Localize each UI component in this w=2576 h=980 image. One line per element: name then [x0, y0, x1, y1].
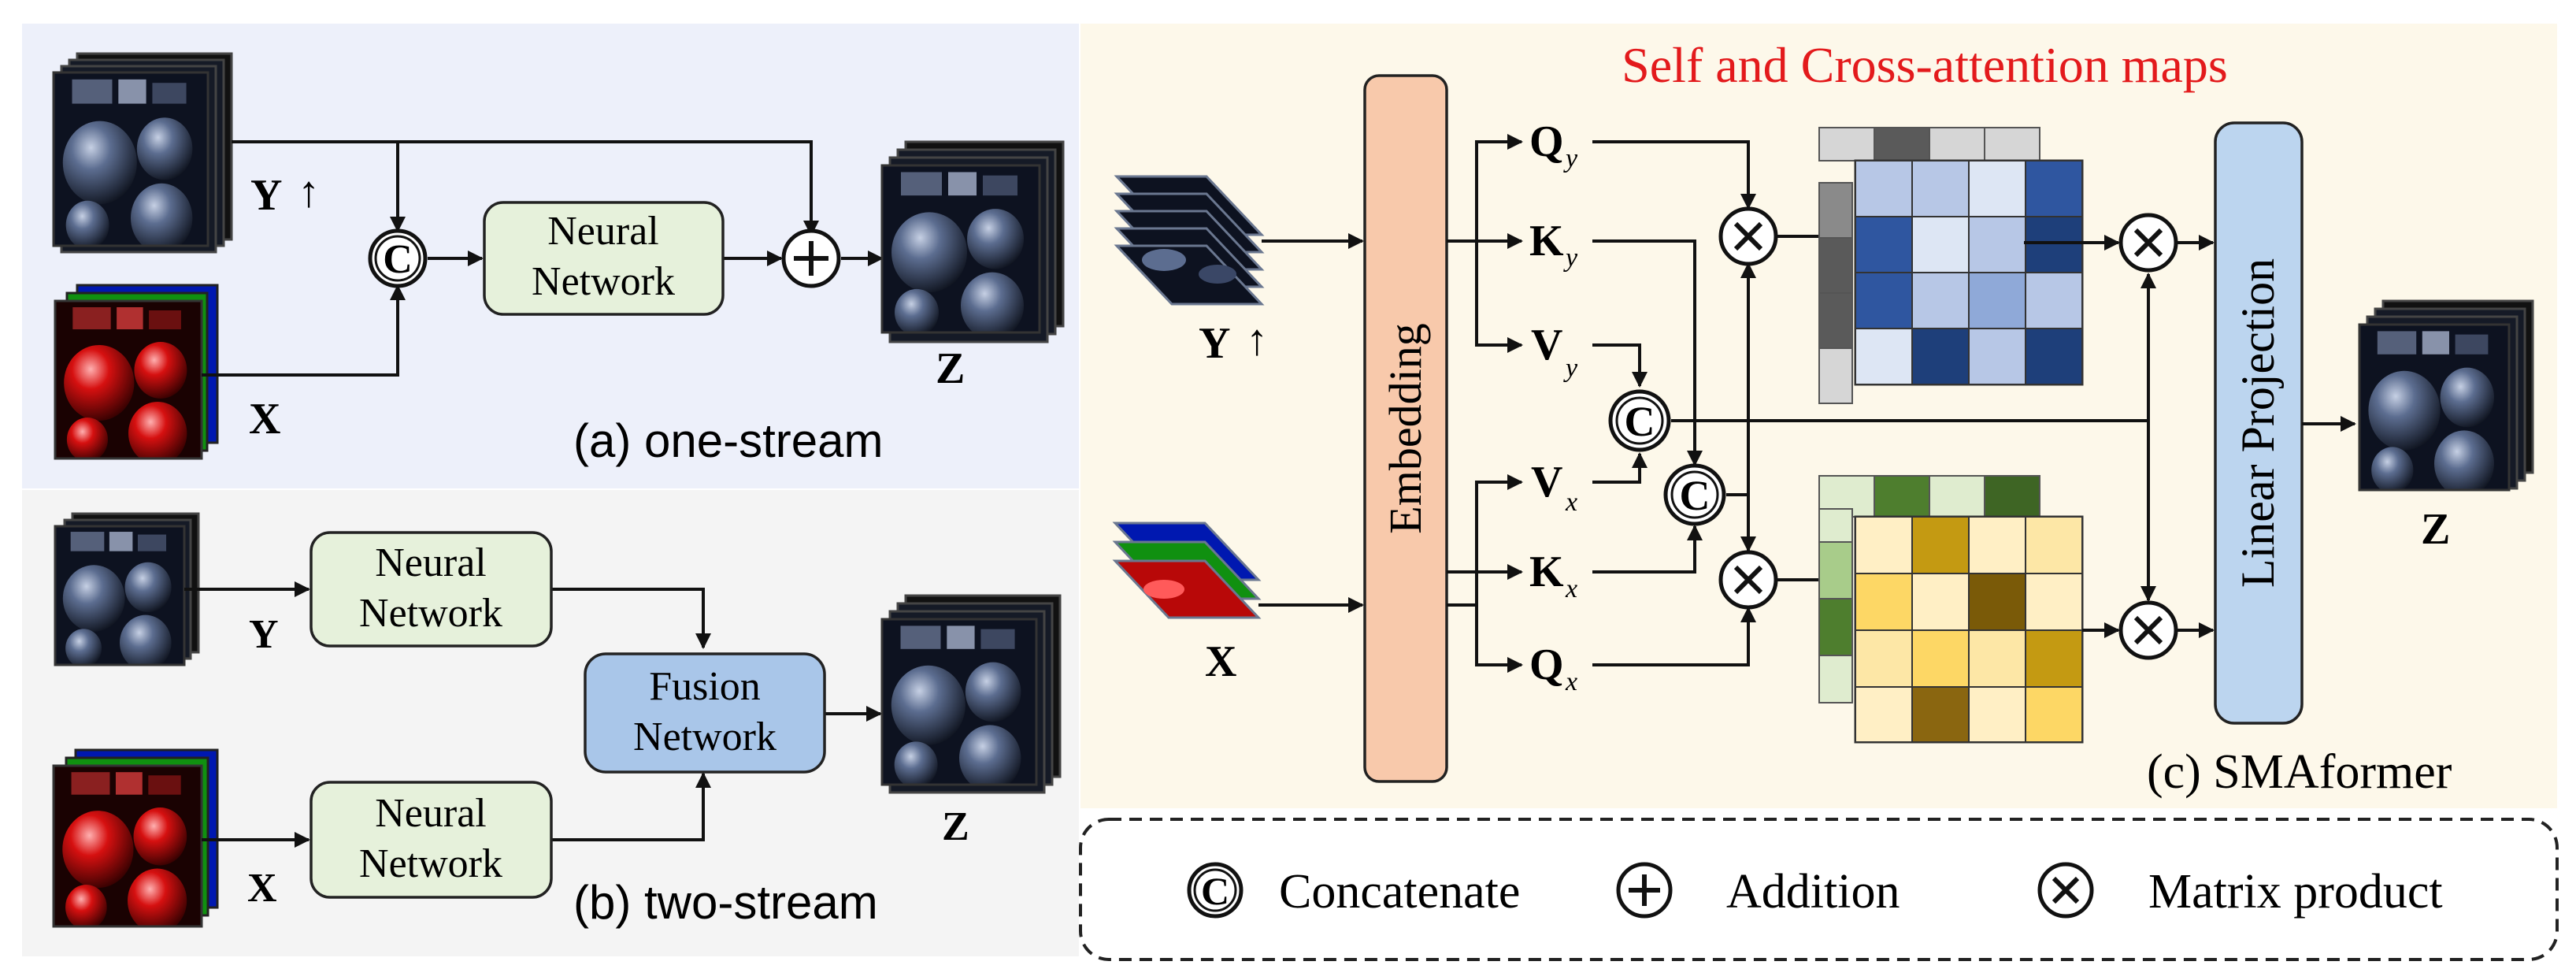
panel-b-nn-bottom-line1: Neural: [375, 791, 486, 836]
panel-b-y-image-stack-icon: [54, 512, 200, 666]
panel-c-smaformer: Self and Cross-attention maps Y ↑ X Embe…: [1112, 37, 2534, 799]
panel-c-ky-to-concat2: [1592, 239, 1703, 466]
panel-c-vy-to-concat1: [1592, 343, 1648, 388]
legend-concat-label: Concatenate: [1279, 865, 1520, 919]
panel-c-label-x: X: [1205, 637, 1236, 686]
legend-border: [1079, 818, 2559, 961]
panel-c-embedding-box: [1363, 74, 1448, 783]
svg-text:C: C: [383, 237, 413, 282]
panel-c-qx: Q x: [1529, 640, 1577, 696]
svg-text:C: C: [1201, 869, 1229, 913]
legend-add-label: Addition: [1726, 865, 1900, 919]
panel-c-label-z: Z: [2421, 505, 2450, 554]
panel-b-fusion-line1: Fusion: [649, 664, 761, 709]
panel-b-neural-network-bottom-box: [309, 781, 553, 899]
svg-text:C: C: [1680, 472, 1711, 519]
panel-b-x-image-stack-icon: [52, 748, 219, 928]
svg-text:y: y: [1563, 354, 1578, 383]
panel-b-fusion-network-box: [584, 652, 826, 774]
legend-concat-icon: C: [1187, 862, 1244, 919]
panel-c-cross-attention-map: [1818, 475, 2084, 744]
panel-b-label-y: Y: [249, 612, 279, 657]
panel-c-y-image-stack-icon: [1114, 175, 1265, 306]
panel-b-neural-network-top-box: [309, 531, 553, 648]
panel-c-qy-to-product: [1592, 140, 1756, 210]
legend-matprod-label: Matrix product: [2148, 865, 2443, 919]
panel-a-label-y-arrow: ↑: [298, 168, 320, 217]
panel-c-title: Self and Cross-attention maps: [1622, 37, 2228, 93]
panel-b-nn-bottom-line2: Network: [359, 841, 502, 886]
panel-a-nn-line1: Neural: [547, 209, 658, 254]
panel-b-label-x: X: [247, 866, 277, 911]
panel-b-nn-top-line1: Neural: [375, 540, 486, 585]
legend-matprod-icon: [2037, 862, 2094, 919]
svg-text:x: x: [1565, 488, 1577, 517]
panel-c-emb-to-vx: [1447, 474, 1523, 607]
panel-c-ky: K y: [1529, 217, 1578, 273]
legend: C Concatenate Addition Matrix product: [1079, 818, 2559, 961]
panel-c-label-y-arrow: ↑: [1246, 316, 1268, 365]
panel-c-vx: V x: [1531, 458, 1577, 517]
panel-c-caption: (c) SMAformer: [2147, 745, 2452, 799]
panel-c-kx-to-concat2: [1592, 525, 1703, 574]
panel-c-concat-v-icon: C: [1608, 389, 1671, 452]
panel-c-qy: Q y: [1529, 117, 1578, 173]
panel-a-nn-line2: Network: [532, 259, 675, 304]
panel-a-neural-network-box: [483, 201, 725, 316]
panel-c-z-image-stack-icon: [2358, 299, 2534, 492]
panel-c-concat-k-icon: C: [1663, 463, 1726, 526]
svg-text:V: V: [1531, 321, 1562, 369]
panel-c-vy: V y: [1531, 321, 1578, 383]
panel-a-label-z: Z: [936, 344, 965, 393]
panel-c-self-attention-map: [1818, 127, 2084, 404]
panel-c-label-y: Y: [1199, 319, 1230, 368]
panel-a-z-image-stack-icon: [880, 140, 1065, 343]
panel-c-x-image-stack-icon: [1112, 522, 1262, 619]
legend-add-icon: [1616, 862, 1673, 919]
panel-a-label-x: X: [249, 395, 280, 444]
panel-c-product-top-icon: [1718, 206, 1778, 266]
svg-text:V: V: [1531, 458, 1562, 507]
svg-text:x: x: [1565, 574, 1577, 603]
svg-text:x: x: [1565, 667, 1577, 696]
panel-b-nn-bottom-to-fusion: [551, 772, 711, 841]
panel-c-emb-to-vy: [1475, 241, 1523, 353]
svg-text:Q: Q: [1529, 117, 1564, 166]
panel-c-emb-to-qx: [1475, 605, 1523, 673]
panel-a-concat-icon: C: [368, 228, 428, 288]
panel-c-product-bottom-icon: [1718, 550, 1778, 610]
panel-b-two-stream: Y X Neural Network Neural Network Fusion…: [52, 512, 1062, 929]
panel-a-x-to-concat: [202, 284, 406, 377]
panel-a-caption: (a) one-stream: [573, 414, 883, 467]
svg-text:C: C: [1625, 398, 1655, 445]
panel-a-add-icon: [781, 228, 841, 288]
svg-text:Q: Q: [1529, 640, 1564, 689]
panel-c-embedding-label: Embedding: [1380, 323, 1431, 533]
panel-b-label-z: Z: [942, 804, 969, 849]
svg-text:y: y: [1563, 144, 1578, 173]
panel-b-fusion-line2: Network: [633, 715, 777, 759]
panel-b-z-image-stack-icon: [880, 594, 1062, 794]
panel-a-label-y: Y: [250, 171, 282, 220]
svg-text:y: y: [1563, 243, 1578, 273]
panel-b-nn-top-line2: Network: [359, 591, 502, 636]
panel-b-caption: (b) two-stream: [573, 876, 878, 929]
panel-a-skip-connection: [232, 140, 819, 236]
panel-c-linear-projection-label: Linear Projection: [2232, 258, 2284, 588]
panel-b-nn-top-to-fusion: [551, 588, 711, 649]
panel-c-qx-to-product: [1592, 607, 1756, 666]
panel-c-vx-to-concat1: [1592, 452, 1648, 484]
svg-text:K: K: [1529, 217, 1564, 265]
panel-c-matprod-bottom-icon: [2118, 600, 2178, 660]
panel-c-kx: K x: [1529, 548, 1577, 603]
svg-text:K: K: [1529, 548, 1564, 596]
panel-a-x-image-stack-icon: [54, 284, 219, 460]
panel-a-one-stream: Y ↑ X C Neural Network: [52, 52, 1065, 467]
panel-c-matprod-top-icon: [2118, 213, 2178, 273]
panel-a-y-image-stack-icon: [52, 52, 233, 254]
